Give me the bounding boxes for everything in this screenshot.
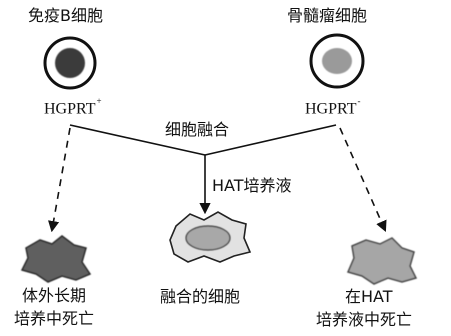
dashed-arrow-right [339,127,387,233]
dead-cell-right [346,237,418,285]
myeloma-cell-marker: HGPRT- [305,97,361,118]
fusion-line-left [69,124,206,156]
fusion-connector [69,124,337,215]
medium-label: HAT培养液 [212,176,292,195]
outcome-left-line2: 培养中死亡 [14,309,95,328]
b-cell [43,36,97,90]
myeloma-cell-marker-text: HGPRT [305,100,357,118]
myeloma-cell [309,33,365,89]
b-cell-marker: HGPRT+ [44,97,102,118]
b-cell-marker-sup: + [96,96,102,106]
dashed-arrow-left [48,127,71,233]
myeloma-cell-title: 骨髓瘤细胞 [287,6,368,25]
outcome-left-line1: 体外长期 [22,286,87,305]
fusion-line-right [204,124,337,156]
fused-cell [169,211,252,263]
dead-cell-left [20,235,92,283]
fusion-label: 细胞融合 [165,120,230,139]
outcome-center: 融合的细胞 [160,287,241,306]
b-cell-nucleus [55,48,85,78]
fused-cell-nucleus [185,225,231,251]
myeloma-cell-nucleus [322,48,352,74]
b-cell-title: 免疫B细胞 [28,6,103,25]
outcome-right-line2: 培养液中死亡 [316,310,413,329]
b-cell-marker-text: HGPRT [44,100,96,118]
myeloma-cell-marker-sup: - [357,96,361,106]
outcome-right-line1: 在HAT [345,287,393,306]
